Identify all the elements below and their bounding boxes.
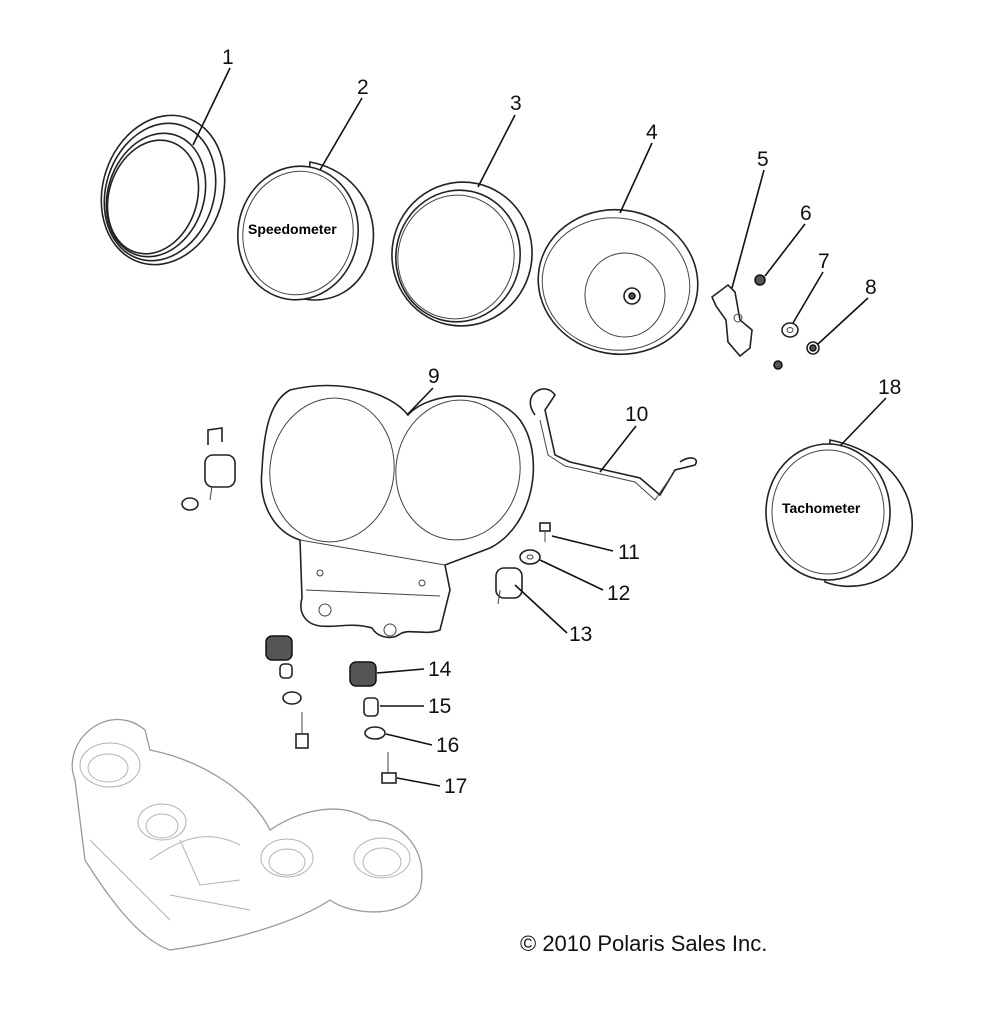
part-7-washer (781, 322, 799, 338)
callout-7: 7 (818, 250, 830, 273)
left-grommet-set (181, 427, 236, 511)
callout-13: 13 (569, 623, 592, 646)
callout-11: 11 (618, 541, 640, 564)
callout-10: 10 (625, 403, 648, 426)
leader-lines (192, 67, 887, 787)
copyright-notice: © 2010 Polaris Sales Inc. (520, 931, 767, 956)
part-11-bolt (539, 522, 551, 542)
callout-17: 17 (444, 775, 467, 798)
part-1-bezel-ring (100, 114, 226, 266)
part-5-bracket (711, 283, 783, 370)
part-8-nut (806, 341, 820, 355)
callout-6: 6 (800, 202, 812, 225)
callout-5: 5 (757, 148, 769, 171)
part-4-housing-cup (537, 208, 699, 356)
part-18-tachometer: Tachometer (765, 439, 913, 588)
part-15-sleeve (363, 697, 379, 717)
part-2-speedometer: Speedometer (236, 161, 375, 301)
callout-numbers: 1 2 3 4 5 6 7 8 9 10 11 12 13 14 15 16 1… (222, 46, 901, 798)
part-6-screw (754, 274, 766, 286)
triple-clamp (71, 718, 423, 951)
speedometer-label: Speedometer (248, 221, 337, 237)
callout-4: 4 (646, 121, 658, 144)
callout-2: 2 (357, 76, 369, 99)
callout-12: 12 (607, 582, 630, 605)
part-12-washer (519, 549, 541, 565)
part-13-rubber-mount (495, 567, 523, 605)
callout-18: 18 (878, 376, 901, 399)
part-16-washer (364, 726, 386, 740)
callout-16: 16 (436, 734, 459, 757)
callout-14: 14 (428, 658, 452, 681)
part-14-grommet (349, 661, 377, 687)
callout-1: 1 (222, 46, 234, 69)
callout-9: 9 (428, 365, 440, 388)
callout-15: 15 (428, 695, 451, 718)
part-9-mounting-plate (260, 384, 535, 639)
callout-8: 8 (865, 276, 877, 299)
tachometer-label: Tachometer (782, 500, 861, 516)
left-lower-grommet-stack (265, 635, 309, 749)
part-3-ring (391, 181, 533, 327)
part-17-bolt (381, 752, 397, 784)
part-10-wire-clip (529, 388, 698, 501)
callout-3: 3 (510, 92, 522, 115)
